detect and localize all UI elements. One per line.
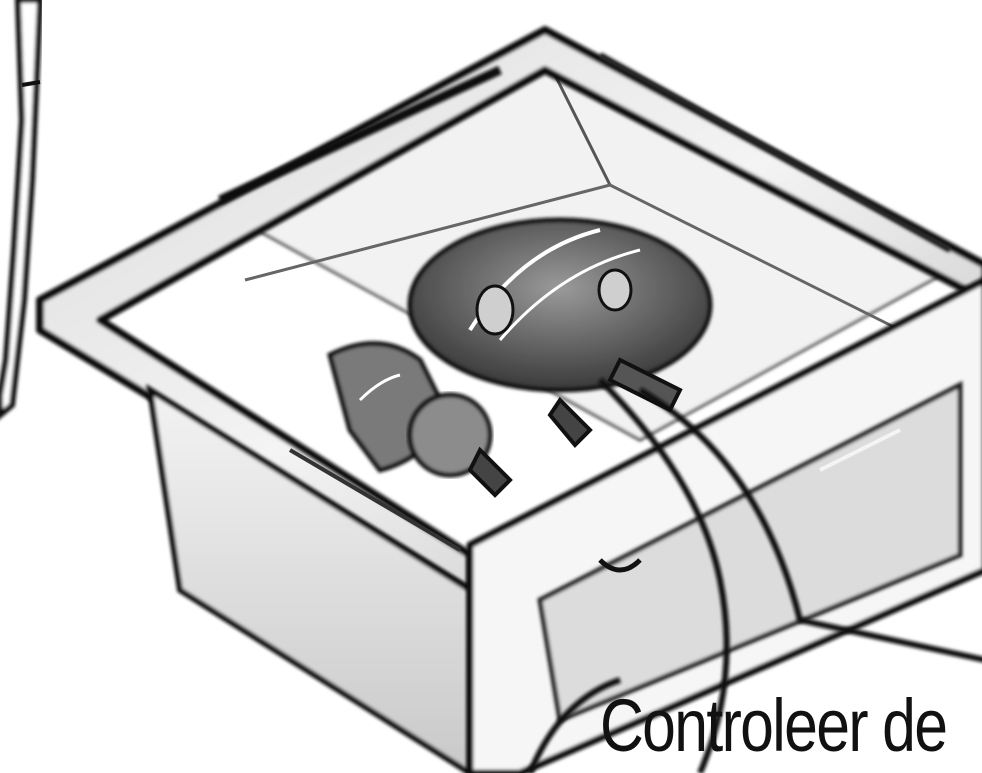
fridge-wall-edge <box>0 0 40 415</box>
callout-caption: Controleer de <box>600 686 912 766</box>
